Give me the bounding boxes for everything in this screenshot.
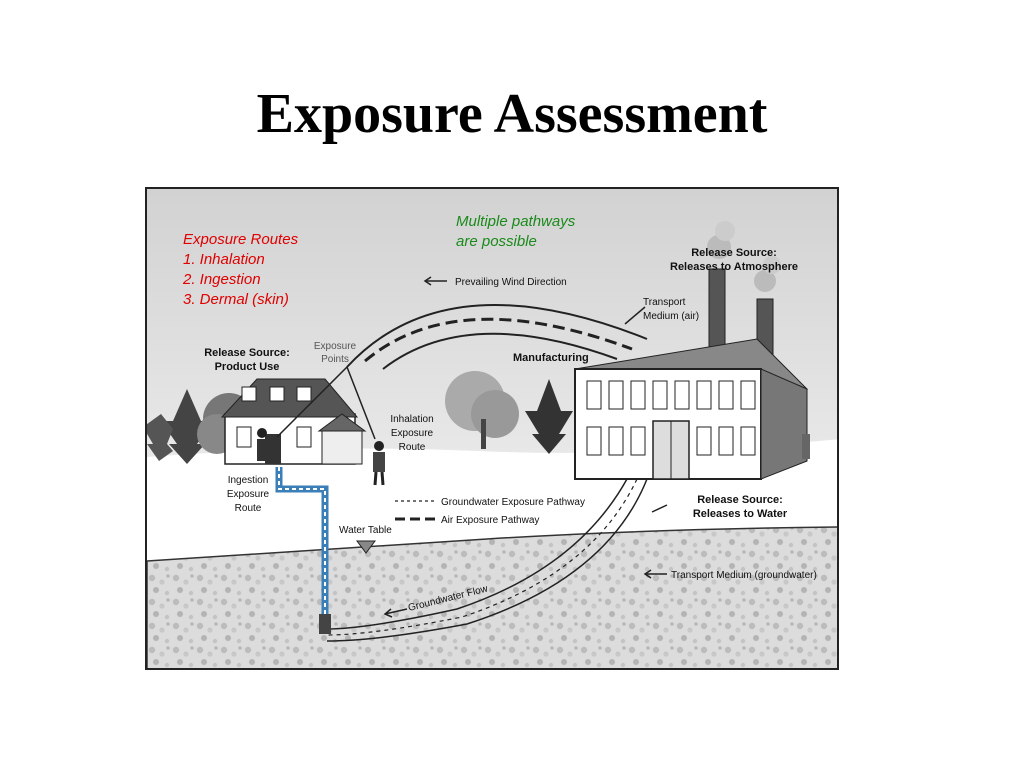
inhalation-route-line-2: Exposure bbox=[391, 428, 434, 439]
exposure-points-line-1: Exposure bbox=[314, 341, 357, 352]
legend-gw-label: Groundwater Exposure Pathway bbox=[441, 497, 585, 508]
ingestion-route-line-1: Ingestion bbox=[228, 475, 269, 486]
wind-label: Prevailing Wind Direction bbox=[455, 277, 567, 288]
air-pathway-arc bbox=[364, 317, 633, 363]
diagram-canvas: Exposure Routes 1. Inhalation 2. Ingesti… bbox=[147, 189, 837, 668]
route-item-2: 2. Ingestion bbox=[182, 271, 261, 288]
wind-arc-outer bbox=[346, 303, 648, 368]
label-arrows bbox=[383, 276, 668, 618]
route-item-3: 3. Dermal (skin) bbox=[183, 291, 289, 308]
release-pipe-inner bbox=[326, 478, 648, 642]
ingestion-route-line-2: Exposure bbox=[227, 489, 270, 500]
transport-air-line-1: Transport bbox=[643, 297, 686, 308]
route-item-1: 1. Inhalation bbox=[183, 251, 265, 268]
legend-air-label: Air Exposure Pathway bbox=[441, 515, 539, 526]
factory-windows bbox=[586, 380, 756, 480]
groundwater-pathway-line bbox=[326, 478, 638, 636]
exposure-diagram: Exposure Routes 1. Inhalation 2. Ingesti… bbox=[145, 187, 839, 670]
release-atmosphere-line-2: Releases to Atmosphere bbox=[670, 261, 798, 273]
release-product-line-1: Release Source: bbox=[204, 347, 290, 359]
release-pipe-outer bbox=[326, 478, 628, 630]
manufacturing-label: Manufacturing bbox=[513, 352, 589, 364]
ingestion-route-line-3: Route bbox=[235, 503, 262, 514]
person-inhalation bbox=[373, 441, 385, 486]
house bbox=[220, 378, 367, 465]
transport-air-line-2: Medium (air) bbox=[643, 311, 699, 322]
exposure-points-line-2: Points bbox=[321, 354, 349, 365]
pathways-note-line-1: Multiple pathways bbox=[456, 213, 576, 230]
slide-title: Exposure Assessment bbox=[256, 83, 768, 145]
water-table-marker bbox=[356, 540, 376, 554]
inhalation-route-line-1: Inhalation bbox=[390, 414, 433, 425]
release-product-line-2: Product Use bbox=[215, 361, 280, 373]
release-water-line-2: Releases to Water bbox=[693, 508, 788, 520]
routes-heading: Exposure Routes bbox=[183, 231, 299, 248]
exposure-points-pointers bbox=[276, 366, 376, 440]
person-at-house bbox=[257, 428, 267, 461]
transport-gw-label: Transport Medium (groundwater) bbox=[671, 570, 817, 581]
release-atmosphere-line-1: Release Source: bbox=[691, 247, 777, 259]
inhalation-route-line-3: Route bbox=[399, 442, 426, 453]
tree-group-middle bbox=[445, 371, 573, 454]
pathways-note-line-2: are possible bbox=[456, 233, 537, 250]
water-table-label: Water Table bbox=[339, 525, 392, 536]
release-water-line-1: Release Source: bbox=[697, 494, 783, 506]
wind-arc-inner bbox=[382, 332, 618, 370]
well bbox=[275, 467, 331, 634]
